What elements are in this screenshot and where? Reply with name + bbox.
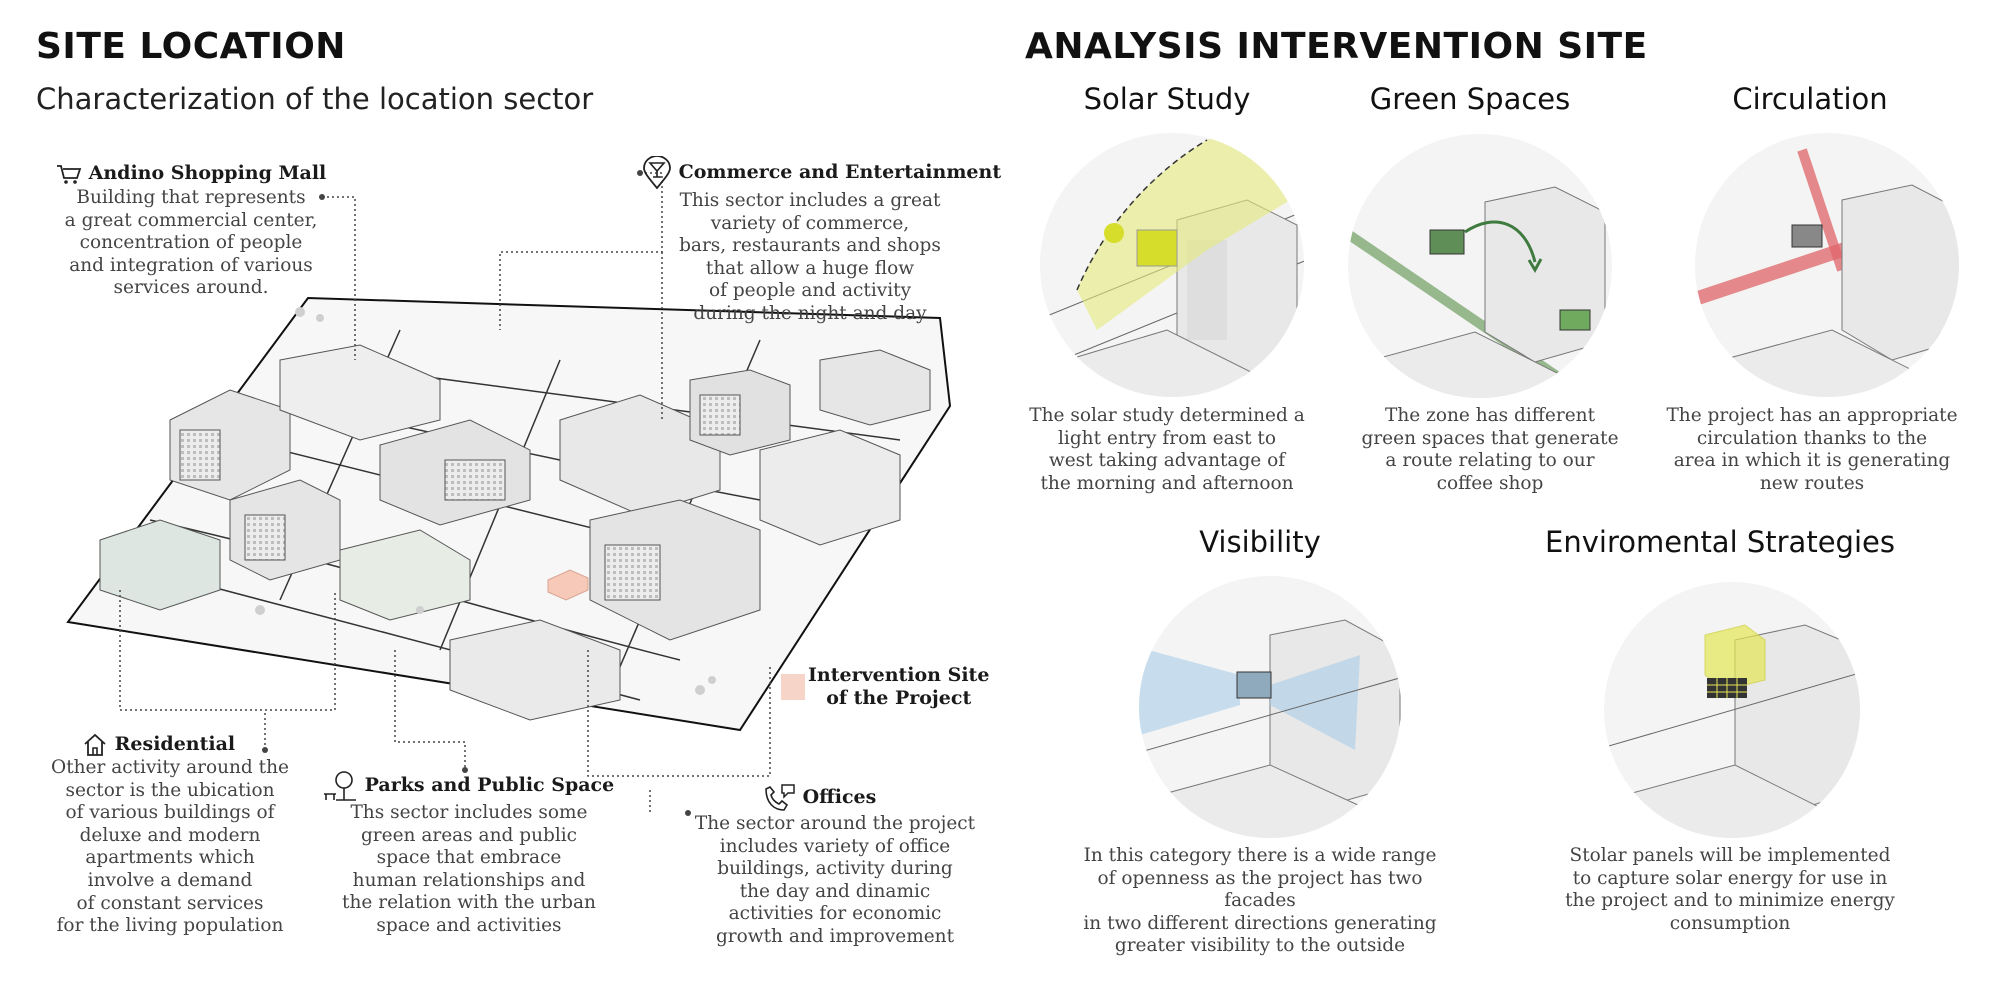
intervention-site-swatch bbox=[781, 674, 805, 700]
environmental-strategies-title: Enviromental Strategies bbox=[1545, 525, 1895, 559]
phone-chat-icon bbox=[765, 784, 795, 811]
environmental-strategies-diagram bbox=[1604, 582, 1860, 838]
visibility-diagram bbox=[1139, 576, 1401, 838]
green-spaces-diagram bbox=[1348, 134, 1612, 398]
site-location-title: SITE LOCATION bbox=[36, 26, 346, 67]
commerce-description: This sector includes a great variety of … bbox=[679, 190, 941, 324]
mall-title: Andino Shopping Mall bbox=[88, 162, 327, 184]
offices-title: Offices bbox=[802, 786, 877, 808]
cocktail-pin-icon bbox=[643, 156, 671, 190]
visibility-title: Visibility bbox=[1199, 525, 1321, 559]
visibility-description: In this category there is a wide range o… bbox=[1083, 845, 1437, 957]
solar-study-title: Solar Study bbox=[1083, 82, 1251, 116]
residential-title: Residential bbox=[114, 733, 236, 755]
environmental-strategies-description: Stolar panels will be implemented to cap… bbox=[1565, 845, 1895, 934]
green-spaces-title: Green Spaces bbox=[1369, 82, 1571, 116]
site-location-subtitle: Characterization of the location sector bbox=[36, 82, 594, 116]
circulation-title: Circulation bbox=[1732, 82, 1888, 116]
commerce-title: Commerce and Entertainment bbox=[678, 161, 1002, 183]
parks-title: Parks and Public Space bbox=[364, 774, 615, 796]
circulation-diagram bbox=[1695, 133, 1959, 397]
site-axonometric-map bbox=[66, 170, 952, 816]
green-spaces-description: The zone has different green spaces that… bbox=[1361, 405, 1619, 494]
solar-study-diagram bbox=[1040, 133, 1304, 397]
annotation-parks: Parks and Public Space Ths sector includ… bbox=[322, 770, 622, 938]
residential-description: Other activity around the sector is the … bbox=[51, 757, 289, 937]
annotation-residential: Residential Other activity around the se… bbox=[40, 733, 300, 938]
annotation-commerce: Commerce and Entertainment This sector i… bbox=[642, 156, 1001, 326]
house-icon bbox=[84, 733, 106, 756]
annotation-mall: Andino Shopping Mall Building that repre… bbox=[56, 162, 346, 300]
mall-description: Building that represents a great commerc… bbox=[64, 187, 318, 299]
intervention-site-label: Intervention Site of the Project bbox=[808, 664, 990, 709]
park-tree-icon bbox=[324, 771, 356, 801]
shopping-cart-icon bbox=[57, 165, 82, 184]
offices-description: The sector around the project includes v… bbox=[694, 813, 976, 947]
circulation-description: The project has an appropriate circulati… bbox=[1666, 405, 1958, 494]
analysis-title: ANALYSIS INTERVENTION SITE bbox=[1025, 26, 1648, 67]
solar-study-description: The solar study determined a light entry… bbox=[1029, 405, 1305, 494]
parks-description: Ths sector includes some green areas and… bbox=[342, 802, 596, 936]
annotation-offices: Offices The sector around the project in… bbox=[690, 783, 980, 949]
